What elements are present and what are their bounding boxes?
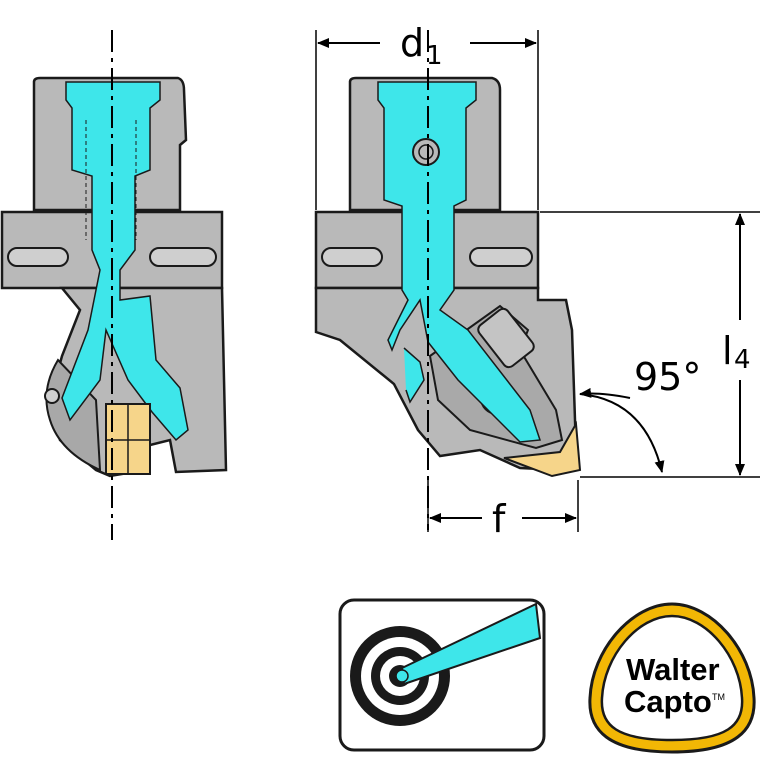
internal-coolant-icon bbox=[338, 598, 546, 752]
dimension-f: f bbox=[427, 480, 579, 541]
d1-symbol: d bbox=[400, 21, 424, 65]
front-coolant-channel bbox=[377, 81, 542, 443]
dimension-l4: l 4 bbox=[540, 211, 760, 478]
logo-line1: Walter bbox=[626, 652, 720, 687]
side-coolant-channel bbox=[61, 81, 189, 442]
dimension-d1: d 1 bbox=[315, 21, 539, 210]
l4-subscript: 4 bbox=[734, 345, 751, 375]
logo-trademark: TM bbox=[712, 692, 725, 702]
side-view-icon bbox=[0, 30, 228, 540]
d1-subscript: 1 bbox=[426, 41, 443, 71]
dimension-angle: 95° bbox=[579, 355, 701, 473]
walter-capto-logo-icon: Walter Capto TM bbox=[588, 602, 756, 754]
f-symbol: f bbox=[492, 497, 507, 541]
l4-symbol: l bbox=[722, 329, 733, 373]
front-view-icon bbox=[314, 30, 582, 530]
front-insert bbox=[503, 420, 582, 478]
angle-label: 95° bbox=[634, 355, 701, 399]
logo-line2: Capto bbox=[624, 684, 712, 719]
